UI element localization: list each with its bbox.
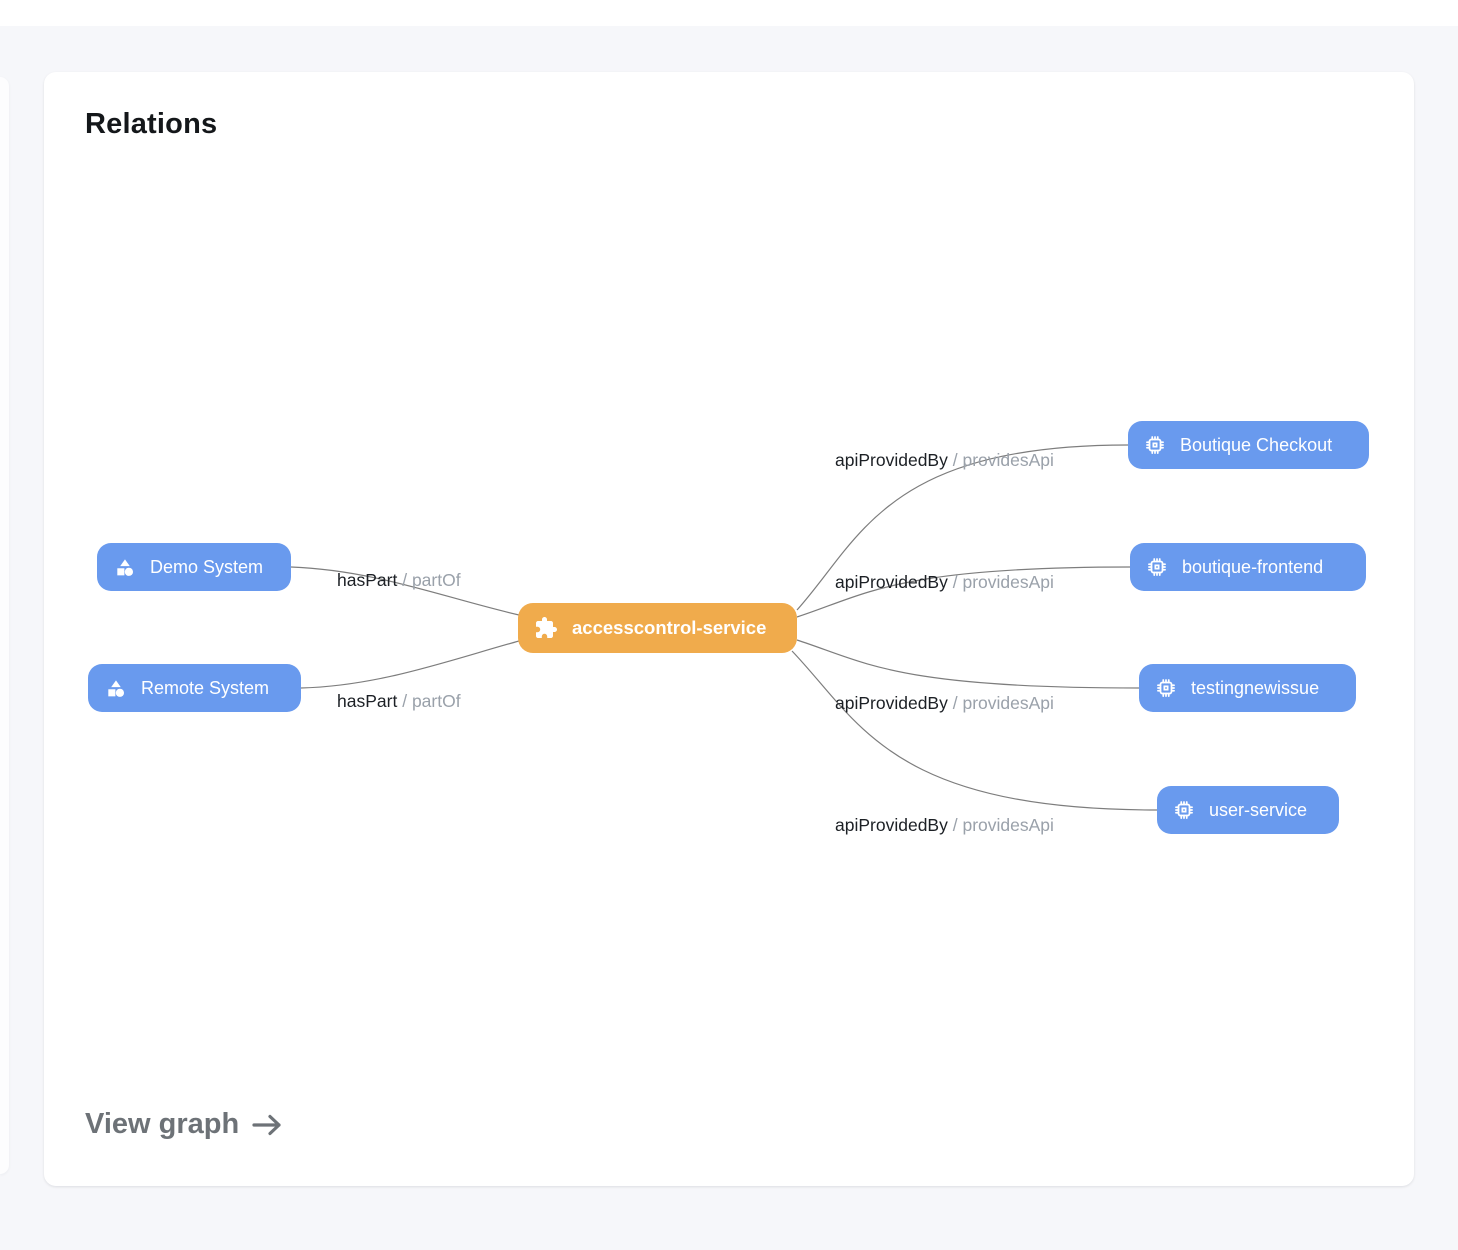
node-label: Boutique Checkout xyxy=(1180,434,1333,455)
chip-icon xyxy=(1173,799,1195,821)
edge-label-haspart-1: hasPart / partOf xyxy=(337,570,461,590)
node-boutique-frontend[interactable]: boutique-frontend xyxy=(1130,543,1366,591)
puzzle-icon xyxy=(534,616,558,640)
edge-label-apiprovidedby-1: apiProvidedBy / providesApi xyxy=(835,450,1054,470)
view-graph-label: View graph xyxy=(85,1108,240,1140)
node-user-service[interactable]: user-service xyxy=(1157,786,1339,834)
edge-label-haspart-2: hasPart / partOf xyxy=(337,691,461,711)
shapes-icon xyxy=(113,556,136,579)
chip-icon xyxy=(1146,556,1168,578)
node-label: user-service xyxy=(1209,799,1308,820)
node-demo-system[interactable]: Demo System xyxy=(97,543,291,591)
top-strip xyxy=(0,0,1458,26)
edge-label-apiprovidedby-4: apiProvidedBy / providesApi xyxy=(835,815,1054,835)
node-label: Remote System xyxy=(141,677,270,698)
adjacent-card-sliver xyxy=(0,77,9,1174)
node-remote-system[interactable]: Remote System xyxy=(88,664,301,712)
edge-label-apiprovidedby-2: apiProvidedBy / providesApi xyxy=(835,572,1054,592)
node-accesscontrol-service[interactable]: accesscontrol-service xyxy=(518,603,797,653)
node-label: testingnewissue xyxy=(1191,677,1320,698)
node-boutique-checkout[interactable]: Boutique Checkout xyxy=(1128,421,1369,469)
node-label: accesscontrol-service xyxy=(572,617,767,638)
view-graph-link[interactable]: View graph xyxy=(85,1108,283,1141)
node-label: boutique-frontend xyxy=(1182,556,1324,577)
chip-icon xyxy=(1144,434,1166,456)
edge-label-apiprovidedby-3: apiProvidedBy / providesApi xyxy=(835,693,1054,713)
node-testingnewissue[interactable]: testingnewissue xyxy=(1139,664,1356,712)
arrow-right-icon xyxy=(251,1112,283,1138)
chip-icon xyxy=(1155,677,1177,699)
page-title: Relations xyxy=(85,108,218,140)
shapes-icon xyxy=(104,677,127,700)
node-label: Demo System xyxy=(150,556,264,577)
